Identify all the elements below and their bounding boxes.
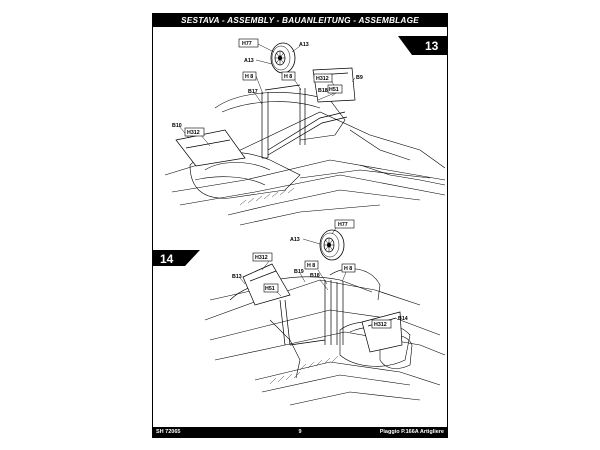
step-13: 13: [164, 36, 447, 226]
page-header: SESTAVA - ASSEMBLY - BAUANLEITUNG - ASSE…: [153, 14, 447, 27]
label-h8-left-14: H 8: [307, 263, 315, 269]
label-b18-14: B18: [310, 273, 320, 279]
label-h77-14: H77: [338, 222, 348, 228]
label-h312-left: H312: [187, 130, 200, 136]
step-14-labels: H77 A13 H312 B19 H 8 B18 H 8 B13 H51 H31…: [232, 219, 408, 329]
step-13-gear-legs: [261, 84, 348, 159]
kit-code: SH 72065: [156, 429, 181, 435]
step-14-badge: 14: [153, 250, 200, 266]
label-h312-right-14: H312: [374, 322, 387, 328]
label-b14-14: B14: [398, 316, 408, 322]
label-h8-right-14: H 8: [344, 266, 352, 272]
label-a13-top: A13: [299, 42, 309, 48]
header-title: SESTAVA - ASSEMBLY - BAUANLEITUNG - ASSE…: [181, 15, 419, 25]
instruction-page: SESTAVA - ASSEMBLY - BAUANLEITUNG - ASSE…: [152, 13, 448, 438]
page-number: 9: [298, 429, 302, 435]
label-h8-right: H 8: [284, 74, 292, 80]
label-b17: B17: [248, 89, 258, 95]
step-13-number: 13: [425, 39, 439, 53]
label-h51-14: H51: [265, 286, 275, 292]
step-14-gear-legs: [279, 280, 344, 346]
label-b13-14: B13: [232, 274, 242, 280]
step-13-leaders: [178, 43, 356, 147]
label-h8-left: H 8: [245, 74, 253, 80]
step-13-door-left: [175, 129, 246, 167]
label-b9: B9: [356, 75, 363, 81]
product-name: Piaggio P.166A Artigliere: [379, 429, 444, 435]
step-13-labels: H77 A13 A13 H 8 H 8 H312 B9 B18 H51 B17 …: [172, 38, 363, 137]
label-a13-left: A13: [244, 58, 254, 64]
label-h312-top-14: H312: [255, 255, 268, 261]
label-h77: H77: [242, 41, 252, 47]
step-13-wheel: [270, 42, 296, 74]
page-footer: SH 72065 9 Piaggio P.166A Artigliere: [153, 427, 447, 437]
label-b19-14: B19: [294, 269, 304, 275]
step-13-badge: 13: [398, 36, 447, 55]
step-14-number: 14: [160, 252, 174, 266]
step-13-hatching: [239, 187, 295, 206]
label-h51: H51: [329, 87, 339, 93]
step-14-wheel: [319, 229, 345, 261]
step-14-hatching: [269, 355, 339, 385]
step-14: 14: [153, 219, 446, 406]
label-h312-right: H312: [316, 76, 329, 82]
label-b10: B10: [172, 123, 182, 129]
label-b18: B18: [318, 88, 328, 94]
label-a13-14: A13: [290, 237, 300, 243]
